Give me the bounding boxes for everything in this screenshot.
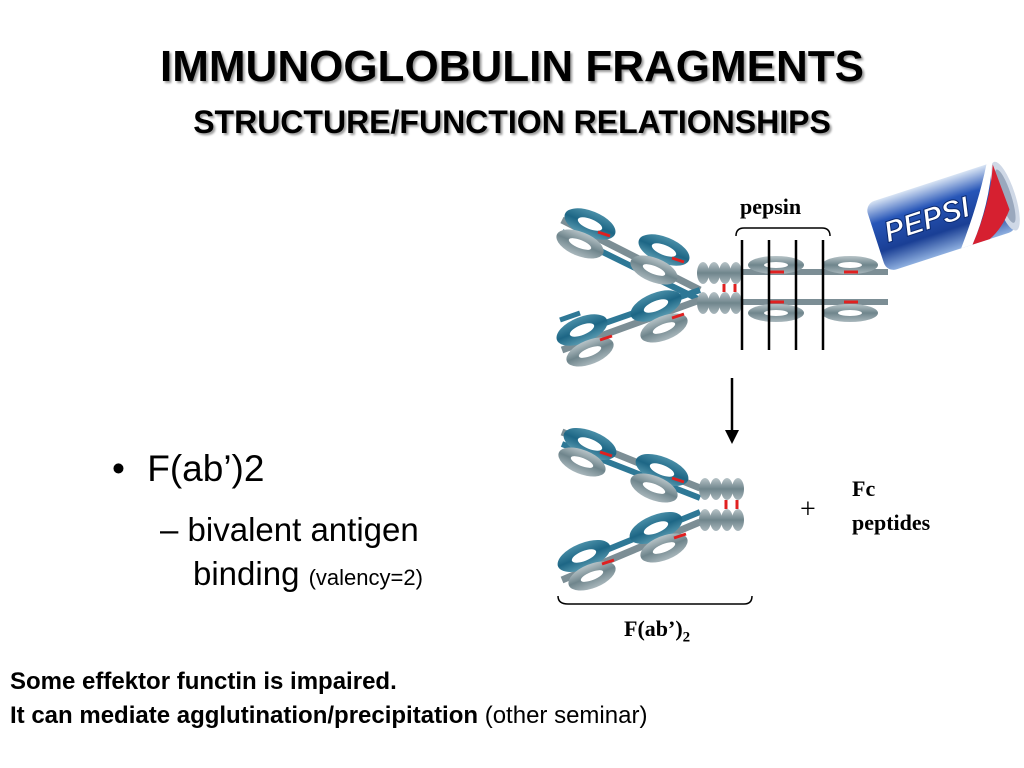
fc-region [740,256,888,322]
fab2-brace [557,595,753,605]
slide-title: IMMUNOGLOBULIN FRAGMENTS [160,42,864,91]
bullet-fab2: • F(ab’)2 [112,448,264,490]
bullet-text: F(ab’)2 [147,448,265,489]
fab2-hinge [699,478,744,531]
hinge-region [697,262,742,314]
fab2-lower-arm [557,509,702,591]
bullet-marker: • [112,448,125,489]
pepsin-cut-lines [740,240,825,350]
subbullet-bivalent: – bivalent antigen binding (valency=2) [160,508,423,600]
footer-line2-bold: It can mediate agglutination/precipitati… [10,702,479,729]
slide-subtitle: STRUCTURE/FUNCTION RELATIONSHIPS [193,104,831,140]
cleavage-arrow [725,378,739,444]
pepsi-can-image: PEPSI [867,161,1020,270]
subbullet-dash: – [160,511,179,548]
subbullet-line1: bivalent antigen [187,511,419,548]
pepsin-label: pepsin [740,194,801,219]
valency-note: (valency=2) [308,565,423,590]
pepsin-brace [735,227,831,237]
upper-fab-arm [556,208,702,303]
plus-sign: + [800,494,816,525]
fc-label-line1: Fc [852,476,876,501]
footer-line2: It can mediate agglutination/precipitati… [10,702,647,730]
fab2-upper-arm [558,428,702,503]
fab2-fragment [557,428,753,605]
intact-antibody [556,208,888,367]
footer-line1: Some effektor functin is impaired. [10,668,397,695]
subbullet-line2: binding [193,555,300,592]
fc-label-line2: peptides [852,510,931,535]
fab2-label-subscript: 2 [682,629,691,646]
footer-line2-rest: (other seminar) [478,702,648,729]
fab2-label: F(ab’)2 [624,616,691,646]
lower-fab-arm [556,287,702,367]
